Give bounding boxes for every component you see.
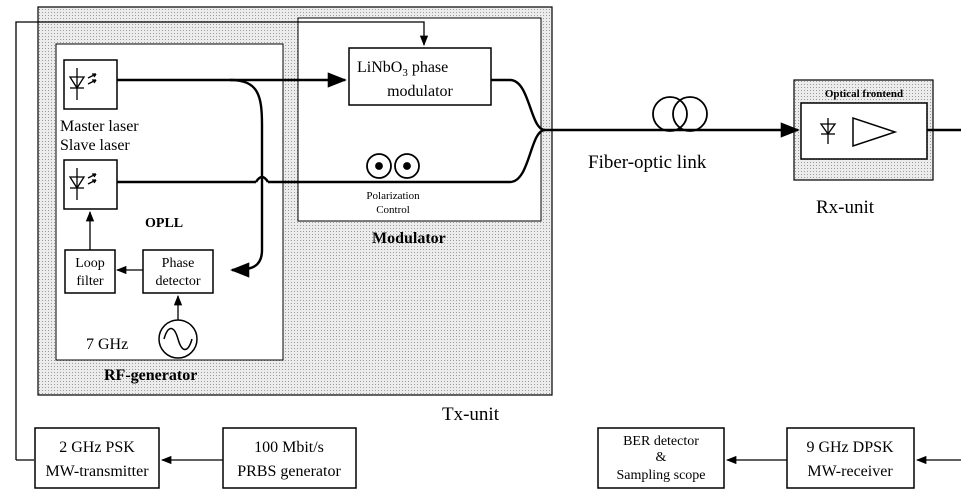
- ber-detector-label-3: Sampling scope: [616, 468, 705, 483]
- dpsk-receiver-box: [786, 427, 915, 489]
- prbs-generator-label-2: PRBS generator: [237, 463, 341, 480]
- optical-paths: [117, 72, 705, 278]
- polarization-control-label-1: Polarization: [366, 190, 420, 202]
- slave-laser-box: [63, 159, 118, 210]
- dpsk-receiver-label-2: MW-receiver: [807, 463, 893, 480]
- loop-filter-label-2: filter: [76, 274, 104, 289]
- slave-laser-diode-icon: [68, 168, 97, 200]
- psk-transmitter-label-2: MW-transmitter: [45, 463, 149, 480]
- tx-unit-label: Tx-unit: [442, 404, 500, 425]
- electrical-paths: [15, 21, 429, 461]
- phase-modulator-label-2: modulator: [387, 83, 453, 100]
- ber-detector-box: [597, 427, 725, 489]
- loop-filter-label-1: Loop: [75, 256, 105, 271]
- prbs-generator-box: [222, 427, 357, 489]
- fiber-spool-icon: [652, 96, 708, 132]
- oscillator-icon: [158, 319, 198, 359]
- polarization-control-label-2: Control: [376, 204, 410, 216]
- rf-generator-label: RF-generator: [104, 367, 197, 384]
- modulator-label: Modulator: [372, 230, 446, 247]
- ber-detector-label-2: &: [656, 450, 667, 465]
- ber-detector-label-1: BER detector: [623, 434, 699, 449]
- phase-detector-label-1: Phase: [162, 256, 195, 271]
- slave-laser-label: Slave laser: [60, 137, 130, 154]
- optical-frontend-label: Optical frontend: [825, 88, 903, 100]
- amplifier-icon: [852, 116, 898, 148]
- photodiode-icon: [819, 118, 837, 144]
- phase-modulator-label-1: LiNbO3 phase: [357, 59, 448, 79]
- prbs-generator-label-1: 100 Mbit/s: [254, 439, 324, 456]
- polarization-control-icon: [366, 153, 420, 179]
- dpsk-receiver-label-1: 9 GHz DPSK: [806, 439, 894, 456]
- fiber-link-label: Fiber-optic link: [588, 152, 707, 173]
- master-laser-diode-icon: [68, 68, 97, 100]
- rx-unit-label: Rx-unit: [816, 197, 875, 218]
- opll-label: OPLL: [145, 216, 183, 231]
- phase-modulator-box: [348, 47, 492, 106]
- psk-transmitter-label-1: 2 GHz PSK: [59, 439, 135, 456]
- phase-detector-box: [142, 249, 214, 294]
- master-laser-box: [63, 59, 118, 110]
- psk-transmitter-box: [34, 427, 160, 489]
- oscillator-freq-label: 7 GHz: [86, 336, 128, 353]
- master-laser-label: Master laser: [60, 118, 139, 135]
- phase-detector-label-2: detector: [155, 274, 200, 289]
